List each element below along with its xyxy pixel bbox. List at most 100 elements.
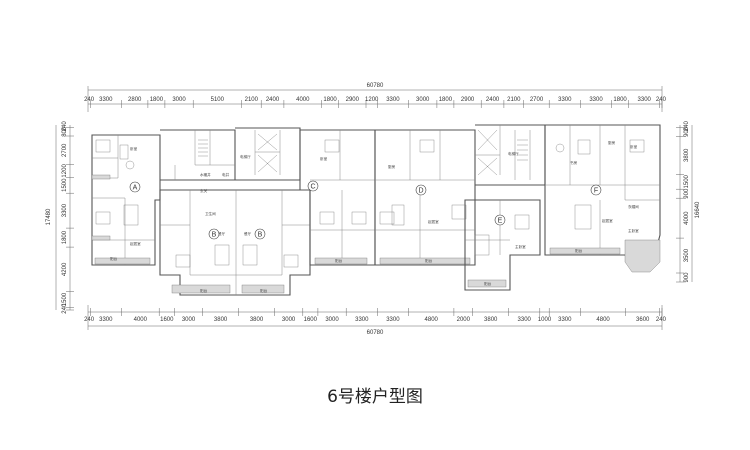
top-dimension-segment: 3000 (172, 97, 186, 103)
svg-text:E: E (498, 218, 503, 225)
right-dimension-segment: 4000 (684, 211, 690, 225)
bottom-dimension-segment: 3000 (182, 317, 196, 323)
top-dimension-segment: 4000 (296, 97, 310, 103)
building-footprint (91, 124, 661, 296)
bottom-dimension-segment: 3000 (325, 317, 339, 323)
room-elevator-hall-1: 电梯厅 (240, 154, 251, 159)
bottom-dimension-segment: 240 (656, 317, 667, 323)
right-dimension-segment: 3500 (684, 248, 690, 262)
bottom-dimension-segment: 3000 (282, 317, 296, 323)
unit-markers: A B B C D E F (129, 180, 602, 240)
top-dimension-segment: 2400 (486, 97, 500, 103)
room-e-master: 主卧室 (515, 244, 526, 249)
svg-text:B: B (258, 232, 263, 239)
top-dimension-segment: 3300 (558, 97, 572, 103)
bottom-dimension-segment: 3600 (636, 317, 650, 323)
top-dimension-segment: 2700 (530, 97, 544, 103)
top-dimension-segment: 1800 (439, 97, 453, 103)
unit-marker-c: C (307, 180, 319, 192)
svg-text:F: F (594, 188, 598, 195)
left-dimension-segment: 1200 (62, 164, 68, 178)
room-b2-dining: 餐厅 (244, 231, 252, 236)
top-dimension-segment: 1800 (150, 97, 164, 103)
room-water-well-1: 水暖井 (200, 172, 211, 177)
unit-marker-e: E (494, 214, 506, 226)
top-dimension-segment: 1800 (613, 97, 627, 103)
right-dimension-segment: 1500 (684, 174, 690, 188)
top-total-dimension: 60780 (367, 83, 384, 89)
bottom-dimension-segment: 3300 (558, 317, 572, 323)
room-b-entry: 玄关 (200, 188, 208, 193)
room-b1-dining: 餐厅 (218, 231, 226, 236)
left-dimension-segment: 1500 (62, 292, 68, 306)
room-b1-balcony: 阳台 (200, 288, 208, 293)
left-dimension-segment: 4200 (62, 262, 68, 276)
bottom-total-dimension: 60780 (367, 330, 384, 336)
top-dimension-segment: 3300 (386, 97, 400, 103)
bottom-dimension-segment: 3300 (99, 317, 113, 323)
top-dimension-segment: 3000 (416, 97, 430, 103)
top-dimension-segment: 2900 (461, 97, 475, 103)
room-f-closet: 衣帽间 (628, 204, 639, 209)
left-dimension-segment: 800 (62, 126, 68, 137)
unit-marker-b2: B (254, 228, 266, 240)
room-f-master: 主卧室 (628, 228, 639, 233)
svg-text:D: D (418, 188, 423, 195)
unit-marker-f: F (590, 184, 602, 196)
room-a-living: 起居室 (130, 241, 141, 246)
left-dimension-chain: 17480 2408002700120015003300180042001500… (46, 121, 74, 314)
right-dimension-segment: 900 (684, 126, 690, 137)
top-dimension-segment: 1200 (365, 97, 379, 103)
unit-marker-d: D (415, 184, 427, 196)
plan-title: 6号楼户型图 (327, 387, 423, 407)
room-f-kitchen: 厨房 (608, 140, 616, 145)
bottom-dimension-segment: 1600 (160, 317, 174, 323)
room-labels: 卧室 起居室 阳台 电梯厅 水暖井 电井 餐厅 餐厅 阳台 阳台 玄关 卫生间 … (110, 140, 639, 293)
svg-text:C: C (310, 184, 315, 191)
bottom-dimension-segment: 3800 (214, 317, 228, 323)
room-f-balcony: 阳台 (575, 248, 583, 253)
room-f-study: 书房 (570, 160, 578, 165)
top-dimension-segment: 2100 (245, 97, 259, 103)
right-dimension-segment: 900 (684, 188, 690, 199)
room-b2-balcony: 阳台 (260, 288, 268, 293)
room-d-kitchen: 厨房 (388, 164, 396, 169)
bottom-dimension-segment: 240 (84, 317, 95, 323)
room-elec-well-1: 电井 (222, 172, 230, 177)
bottom-dimension-segment: 3800 (484, 317, 498, 323)
svg-text:B: B (212, 232, 217, 239)
room-f-bedroom: 卧室 (630, 144, 638, 149)
room-e-balcony: 阳台 (484, 281, 492, 286)
left-dimension-segment: 3300 (62, 203, 68, 217)
top-dimension-segment: 3300 (99, 97, 113, 103)
bottom-dimension-segment: 1000 (538, 317, 552, 323)
bottom-dimension-segment: 3300 (355, 317, 369, 323)
room-a-bedroom: 卧室 (130, 146, 138, 151)
bottom-dimension-segment: 4800 (596, 317, 610, 323)
right-total-dimension: 16640 (695, 201, 701, 218)
left-dimension-segment: 2700 (62, 143, 68, 157)
top-dimension-segment: 240 (84, 97, 95, 103)
top-dimension-segment: 5100 (211, 97, 225, 103)
room-d-balcony: 阳台 (425, 258, 433, 263)
bottom-dimension-segment: 3800 (250, 317, 264, 323)
right-dimension-segment: 240 (684, 121, 690, 132)
top-dimension-segment: 240 (656, 97, 667, 103)
left-dimension-segment: 1500 (62, 178, 68, 192)
room-core2-elevator-hall: 电梯厅 (508, 151, 519, 156)
unit-marker-b1: B (208, 228, 220, 240)
bottom-dimension-segment: 3300 (518, 317, 532, 323)
right-dimension-segment: 900 (684, 272, 690, 283)
left-dimension-segment: 240 (62, 303, 68, 314)
top-dimension-segment: 3300 (589, 97, 603, 103)
room-c-bedroom: 卧室 (320, 156, 328, 161)
bottom-dimension-segment: 2000 (457, 317, 471, 323)
bottom-dimension-segment: 1600 (304, 317, 318, 323)
unit-marker-a: A (129, 181, 141, 193)
svg-text:A: A (133, 185, 138, 192)
right-dimension-segment: 3800 (684, 148, 690, 162)
room-a-balcony: 阳台 (110, 256, 118, 261)
